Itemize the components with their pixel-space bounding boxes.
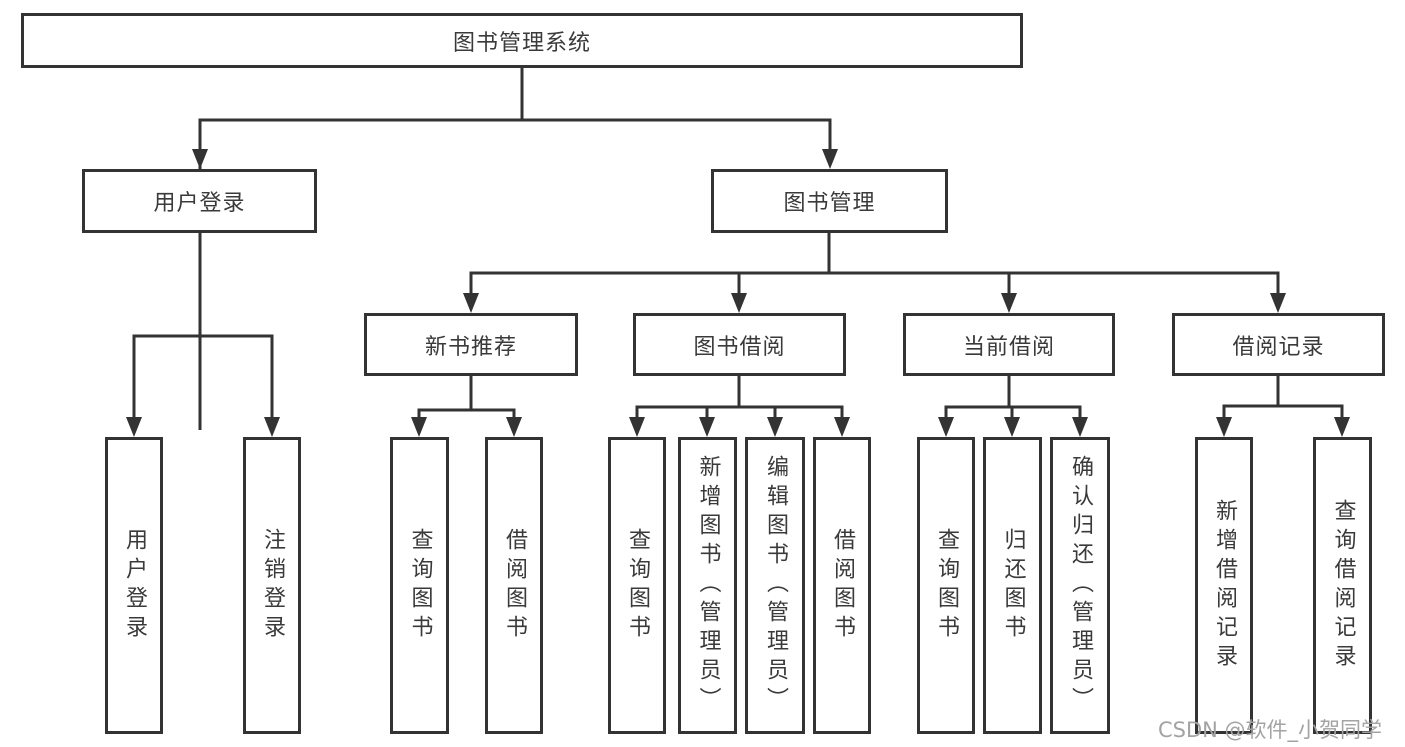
leaf-edit-book-admin-label: 编辑图书（管理员） [763,455,788,716]
leaf-query-book-current-label: 查询图书 [934,527,959,644]
node-new-book-recommend: 新书推荐 [364,313,578,376]
node-book-borrow: 图书借阅 [633,313,846,376]
connector-borrow-records-branch [1216,376,1350,437]
node-root-system: 图书管理系统 [21,13,1023,68]
node-current-borrow-label: 当前借阅 [962,334,1055,360]
node-borrow-records-label: 借阅记录 [1232,334,1325,360]
node-book-management: 图书管理 [711,169,948,233]
node-borrow-records: 借阅记录 [1172,313,1385,376]
leaf-query-book-recommend: 查询图书 [390,437,449,734]
connector-root-to-level2 [192,68,838,430]
leaf-borrow-book-label: 借阅图书 [830,527,855,644]
leaf-add-borrow-record: 新增借阅记录 [1195,437,1253,734]
csdn-watermark: CSDN @软件_小贺同学 [1158,718,1383,742]
leaf-query-book-current: 查询图书 [917,437,975,734]
node-book-management-label: 图书管理 [783,191,876,216]
leaf-return-book: 归还图书 [983,437,1042,734]
node-new-book-recommend-label: 新书推荐 [424,334,517,360]
leaf-user-login-label: 用户登录 [122,527,147,644]
leaf-logout: 注销登录 [243,437,301,734]
node-user-login-label: 用户登录 [153,191,246,216]
node-book-borrow-label: 图书借阅 [693,334,786,360]
connector-user-login-branch [126,233,280,437]
leaf-borrow-book-recommend: 借阅图书 [485,437,543,734]
connector-current-borrow-branch [938,376,1088,437]
leaf-confirm-return-admin: 确认归还（管理员） [1050,437,1110,734]
leaf-add-book-admin: 新增图书（管理员） [678,437,737,734]
connector-book-management-branch [463,233,1286,313]
leaf-borrow-book: 借阅图书 [813,437,871,734]
node-root-system-label: 图书管理系统 [452,30,591,56]
node-current-borrow: 当前借阅 [903,313,1115,376]
leaf-borrow-book-recommend-label: 借阅图书 [502,527,527,644]
connector-book-borrow-branch [629,376,850,437]
node-user-login: 用户登录 [82,169,317,233]
leaf-query-borrow-record: 查询借阅记录 [1313,437,1372,734]
leaf-return-book-label: 归还图书 [1000,527,1026,644]
leaf-logout-label: 注销登录 [260,527,285,644]
leaf-query-book-borrow: 查询图书 [608,437,666,734]
leaf-user-login: 用户登录 [105,437,163,734]
leaf-query-book-recommend-label: 查询图书 [407,527,433,644]
leaf-query-borrow-record-label: 查询借阅记录 [1330,498,1356,673]
leaf-edit-book-admin: 编辑图书（管理员） [745,437,805,734]
leaf-confirm-return-admin-label: 确认归还（管理员） [1068,455,1093,716]
connector-new-book-branch [411,376,522,437]
leaf-add-book-admin-label: 新增图书（管理员） [695,455,721,716]
leaf-query-book-borrow-label: 查询图书 [625,527,650,644]
leaf-add-borrow-record-label: 新增借阅记录 [1212,498,1237,673]
